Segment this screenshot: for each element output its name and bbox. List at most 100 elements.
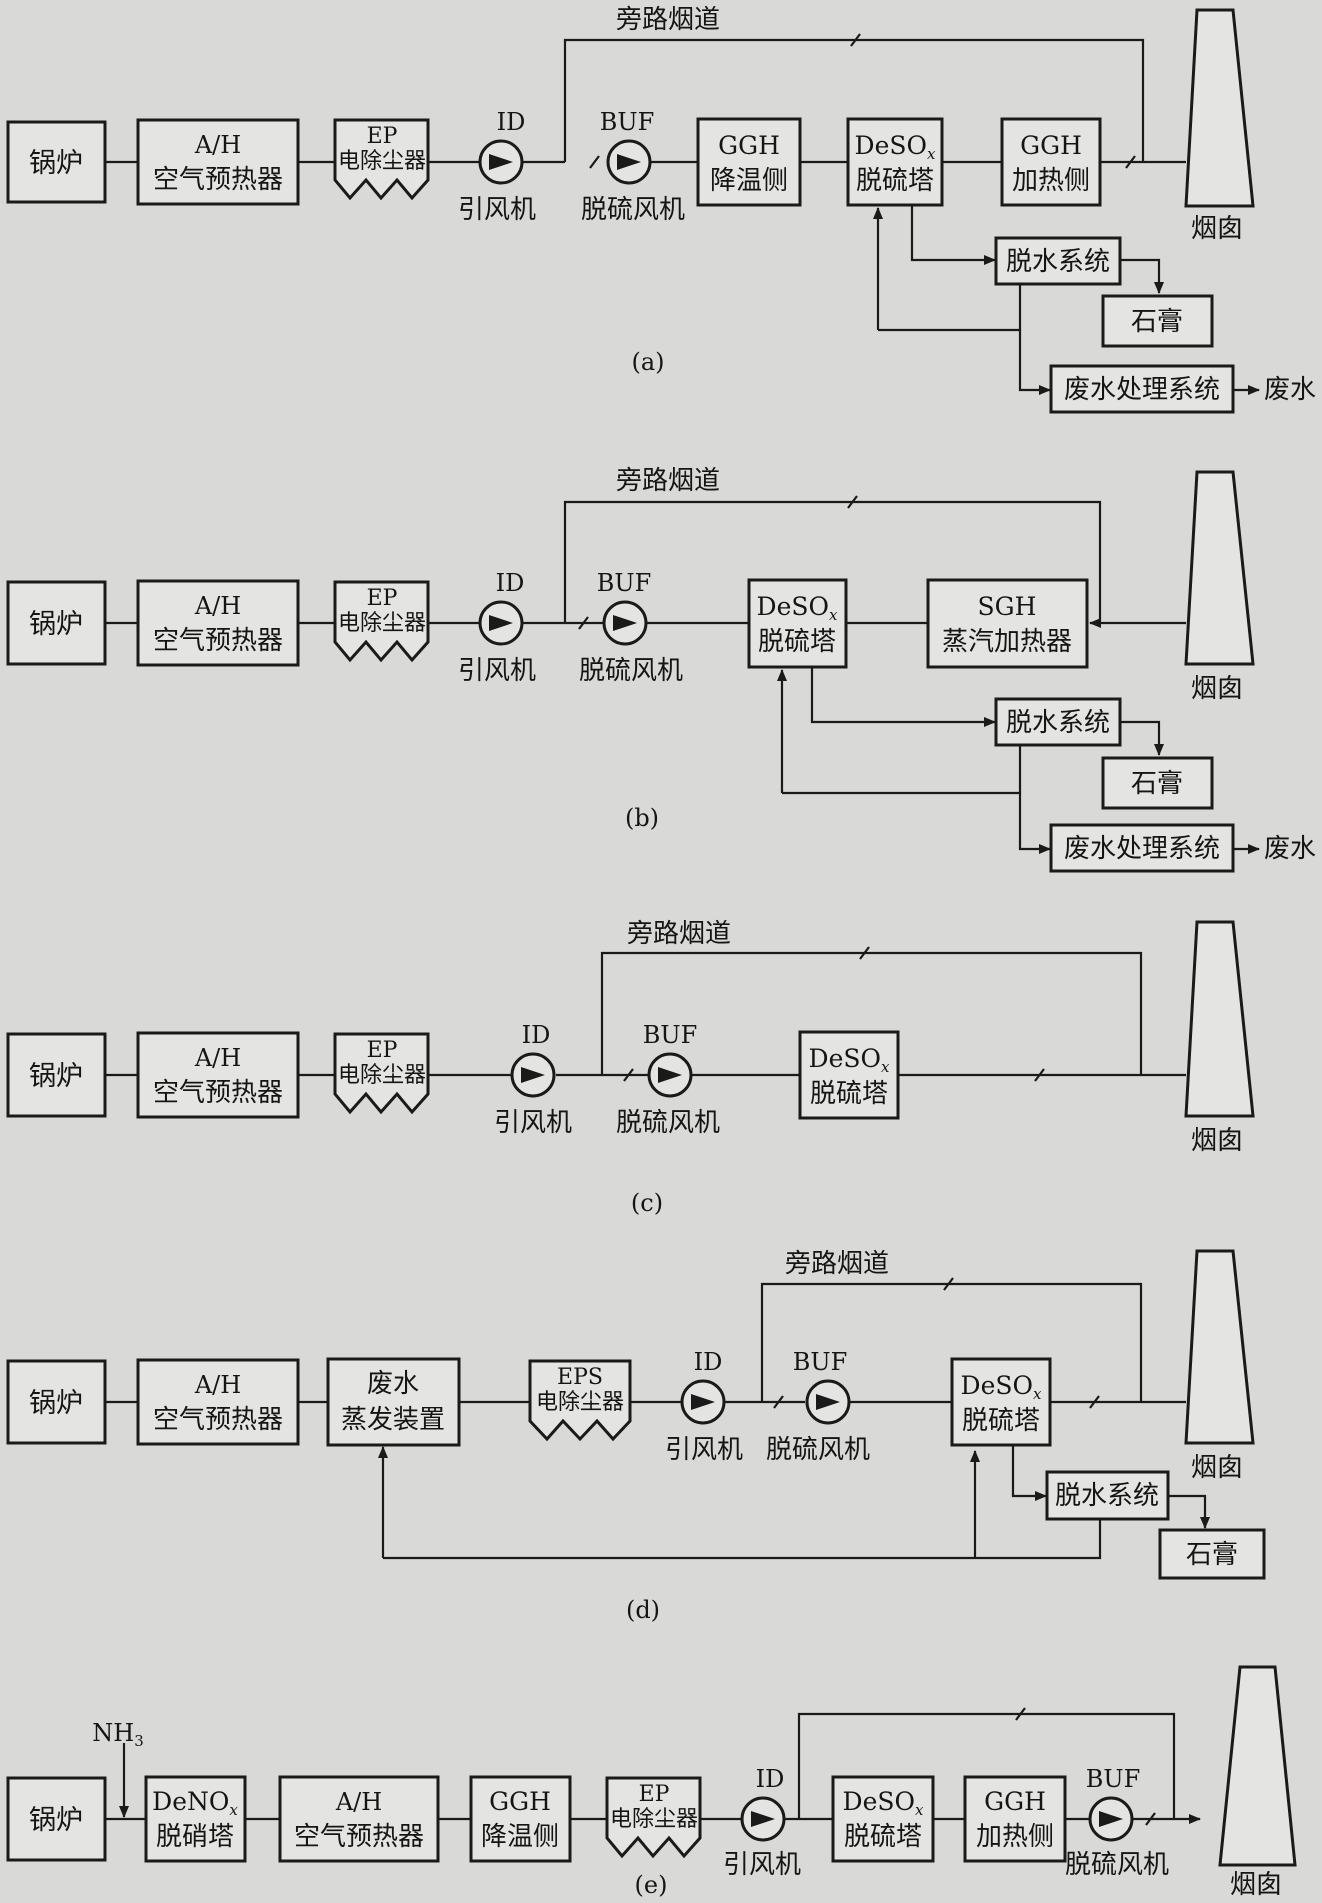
ep-code: EP bbox=[367, 1038, 398, 1063]
ggh-cooling-name: 降温侧 bbox=[481, 1822, 559, 1852]
ep-code: EP bbox=[367, 124, 398, 149]
desulfurization-tower-box bbox=[950, 1357, 1052, 1447]
dewatering-label: 脱水系统 bbox=[1055, 1481, 1159, 1511]
id-fan-code: ID bbox=[497, 108, 526, 136]
stack-icon bbox=[1184, 920, 1255, 1118]
deso-name: 脱硫塔 bbox=[856, 166, 934, 196]
bypass-duct-e bbox=[797, 1712, 1176, 1819]
id-fan-code: ID bbox=[496, 569, 525, 597]
air-preheater-name: 空气预热器 bbox=[153, 165, 283, 195]
ammonia-label: NH3 bbox=[92, 1719, 143, 1750]
booster-fan-code: BUF bbox=[597, 569, 652, 597]
bypass-label: 旁路烟道 bbox=[627, 919, 731, 949]
boiler-box bbox=[6, 1032, 107, 1118]
ep-code: EP bbox=[367, 586, 398, 611]
ep-name: 电除尘器 bbox=[338, 149, 426, 174]
id-fan-name: 引风机 bbox=[723, 1850, 801, 1880]
air-preheater-name: 空气预热器 bbox=[294, 1822, 424, 1852]
deso-code: DeSOx bbox=[809, 1044, 890, 1076]
air-preheater-name: 空气预热器 bbox=[153, 626, 283, 656]
bypass-duct-c bbox=[600, 951, 1143, 1075]
caption-c: (c) bbox=[631, 1189, 663, 1217]
stack-icon bbox=[1184, 1249, 1255, 1445]
caption-d: (d) bbox=[626, 1596, 660, 1624]
electrostatic-precipitator-box bbox=[528, 1359, 632, 1442]
id-fan-name: 引风机 bbox=[458, 656, 536, 686]
deso-code: DeSOx bbox=[855, 131, 936, 163]
ggh-heating-name: 加热侧 bbox=[1012, 166, 1090, 196]
desulfurization-tower-box bbox=[798, 1030, 900, 1120]
ggh-heating-box bbox=[963, 1775, 1067, 1863]
stack-label: 烟囱 bbox=[1191, 1453, 1243, 1483]
air-preheater-code: A/H bbox=[194, 131, 241, 159]
deno-name: 脱硝塔 bbox=[156, 1822, 234, 1852]
booster-fan-code: BUF bbox=[793, 1348, 848, 1376]
booster-fan-name: 脱硫风机 bbox=[581, 195, 685, 225]
electrostatic-precipitator-box bbox=[333, 1032, 430, 1115]
ggh-heating-code: GGH bbox=[1020, 131, 1082, 160]
stack-label: 烟囱 bbox=[1191, 1126, 1243, 1156]
desulfurization-tower-box bbox=[747, 578, 848, 669]
bypass-duct-b bbox=[563, 500, 1102, 623]
gypsum-box bbox=[1158, 1528, 1266, 1580]
stack-label: 烟囱 bbox=[1230, 1870, 1282, 1900]
evaporator-line2: 蒸发装置 bbox=[341, 1405, 445, 1435]
eps-code: EPS bbox=[557, 1365, 603, 1390]
caption-b: (b) bbox=[625, 804, 659, 832]
denitrification-tower-box bbox=[144, 1775, 247, 1863]
id-fan-name: 引风机 bbox=[665, 1435, 743, 1465]
ggh-cooling-code: GGH bbox=[489, 1787, 551, 1816]
deso-name: 脱硫塔 bbox=[810, 1079, 888, 1109]
air-preheater-code: A/H bbox=[335, 1788, 382, 1816]
electrostatic-precipitator-box bbox=[333, 118, 430, 201]
id-fan-code: ID bbox=[694, 1348, 723, 1376]
air-preheater-name: 空气预热器 bbox=[153, 1405, 283, 1435]
wastewater-output-label: 废水 bbox=[1264, 834, 1316, 864]
id-fan-code: ID bbox=[522, 1021, 551, 1049]
stack-label: 烟囱 bbox=[1191, 214, 1243, 244]
ggh-cooling-code: GGH bbox=[718, 131, 780, 160]
booster-fan-code: BUF bbox=[600, 108, 655, 136]
wastewater-treatment-label: 废水处理系统 bbox=[1064, 834, 1220, 864]
air-preheater-code: A/H bbox=[194, 1044, 241, 1072]
diagram-a: 锅炉 A/H 空气预热器 EP 电除尘器 ID 引风机 BUF 脱硫风机 GGH… bbox=[6, 5, 1316, 414]
sgh-name: 蒸汽加热器 bbox=[942, 627, 1072, 657]
booster-fan-code: BUF bbox=[643, 1021, 698, 1049]
boiler-box bbox=[6, 1359, 107, 1445]
air-preheater-name: 空气预热器 bbox=[153, 1078, 283, 1108]
wastewater-output-label: 废水 bbox=[1264, 375, 1316, 405]
ggh-heating-code: GGH bbox=[984, 1787, 1046, 1816]
stack-icon bbox=[1184, 470, 1255, 666]
air-preheater-box bbox=[278, 1775, 440, 1863]
diagram-b: 锅炉 A/H 空气预热器 EP 电除尘器 ID 引风机 BUF 脱硫风机 DeS… bbox=[6, 466, 1316, 873]
electrostatic-precipitator-box bbox=[333, 580, 430, 663]
booster-fan-name: 脱硫风机 bbox=[579, 656, 683, 686]
air-preheater-box bbox=[136, 579, 300, 667]
evaporator-line1: 废水 bbox=[367, 1369, 419, 1399]
bypass-label: 旁路烟道 bbox=[616, 5, 720, 35]
booster-fan-name: 脱硫风机 bbox=[616, 1108, 720, 1138]
booster-fan-name: 脱硫风机 bbox=[1065, 1850, 1169, 1880]
steam-gas-heater-box bbox=[926, 578, 1089, 669]
air-preheater-box bbox=[136, 118, 300, 206]
air-preheater-box bbox=[136, 1031, 300, 1119]
ggh-cooling-box bbox=[469, 1775, 572, 1863]
id-fan-name: 引风机 bbox=[494, 1108, 572, 1138]
id-fan-code: ID bbox=[756, 1765, 785, 1793]
boiler-label: 锅炉 bbox=[29, 609, 83, 640]
deso-code: DeSOx bbox=[961, 1371, 1042, 1403]
boiler-label: 锅炉 bbox=[29, 1061, 83, 1092]
ggh-cooling-box bbox=[696, 117, 802, 207]
ep-name: 电除尘器 bbox=[338, 611, 426, 636]
stack-label: 烟囱 bbox=[1191, 674, 1243, 704]
wastewater-treatment-label: 废水处理系统 bbox=[1064, 375, 1220, 405]
dewatering-label: 脱水系统 bbox=[1006, 708, 1110, 738]
wastewater-evaporator-box bbox=[326, 1357, 461, 1447]
boiler-box bbox=[6, 580, 107, 666]
air-preheater-code: A/H bbox=[194, 1371, 241, 1399]
deso-code: DeSOx bbox=[757, 592, 838, 624]
eps-name: 电除尘器 bbox=[536, 1390, 624, 1415]
gypsum-label: 石膏 bbox=[1186, 1540, 1238, 1570]
boiler-label: 锅炉 bbox=[29, 1805, 83, 1836]
